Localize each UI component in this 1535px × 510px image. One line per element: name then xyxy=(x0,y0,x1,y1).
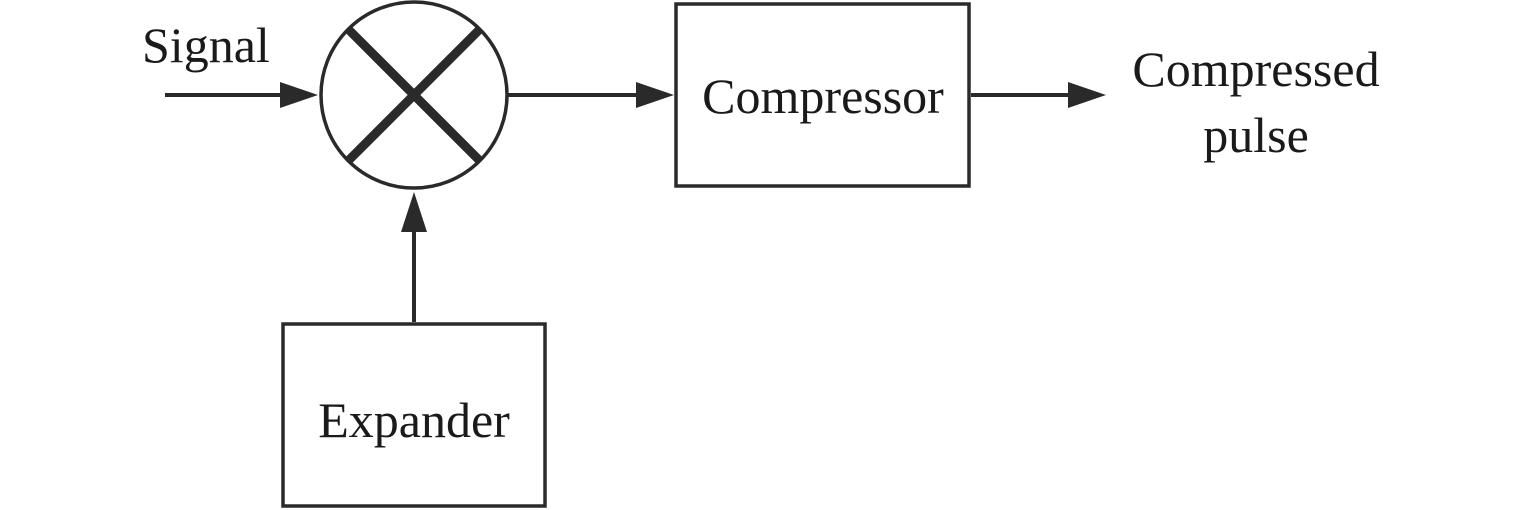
expander-label: Expander xyxy=(318,392,510,448)
output-arrow xyxy=(971,82,1106,108)
expander-block: Expander xyxy=(281,322,547,508)
output-label-line2: pulse xyxy=(1203,107,1309,163)
output-label: Compressed pulse xyxy=(1132,41,1379,163)
output-label-line1: Compressed xyxy=(1132,41,1379,97)
mixer-to-compressor-arrow xyxy=(508,82,674,108)
multiplier-circle-icon xyxy=(319,0,509,190)
compressor-label: Compressor xyxy=(702,68,944,124)
input-signal-label: Signal xyxy=(142,17,270,73)
input-arrow xyxy=(165,82,318,108)
expander-to-mixer-arrow xyxy=(401,192,427,322)
compressor-block: Compressor xyxy=(674,2,971,188)
